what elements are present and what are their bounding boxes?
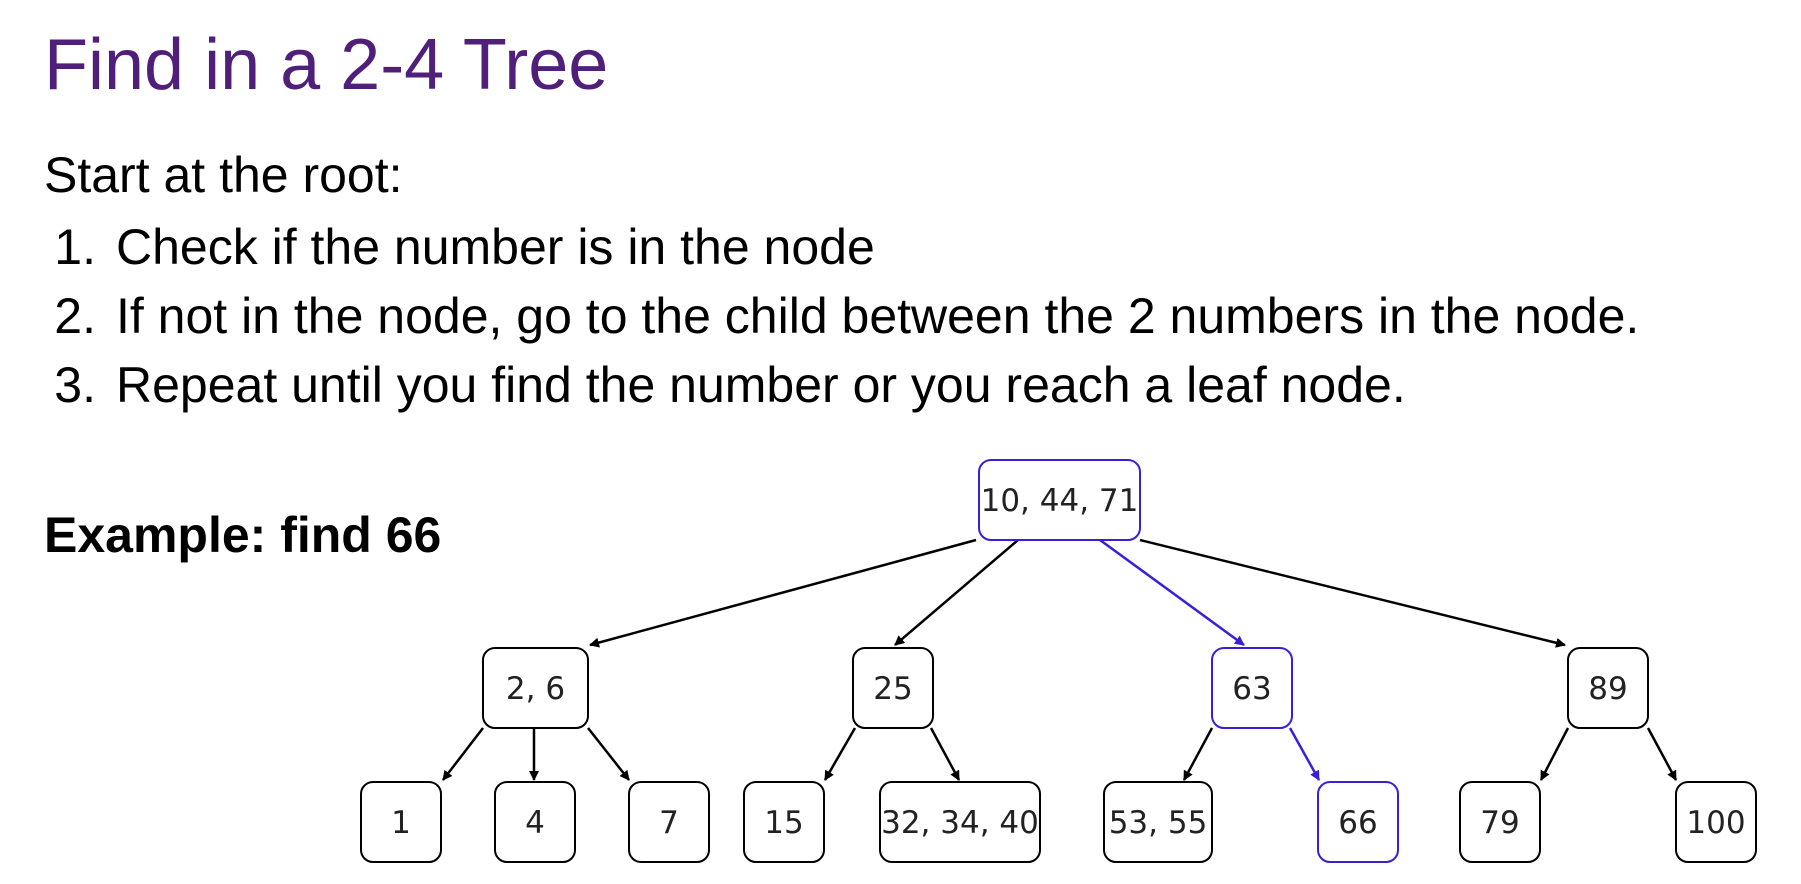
node-label: 1 bbox=[391, 805, 411, 841]
example-label: Example: find 66 bbox=[44, 507, 442, 563]
node-label: 66 bbox=[1338, 805, 1377, 841]
node-label: 32, 34, 40 bbox=[881, 805, 1039, 841]
tree-leaf-66: 66 bbox=[1317, 781, 1399, 863]
node-label: 7 bbox=[659, 805, 679, 841]
tree-leaf-79: 79 bbox=[1459, 781, 1541, 863]
edge-2-6-to-7 bbox=[587, 727, 630, 781]
steps-list: 1. Check if the number is in the node 2.… bbox=[44, 213, 1639, 420]
node-label: 63 bbox=[1232, 671, 1271, 707]
node-label: 10, 44, 71 bbox=[981, 483, 1139, 519]
edge-63-to-53 bbox=[1182, 727, 1214, 781]
tree-leaf-15: 15 bbox=[743, 781, 825, 863]
tree-node-25: 25 bbox=[852, 647, 934, 729]
step-number: 1. bbox=[54, 219, 96, 275]
node-label: 89 bbox=[1588, 671, 1627, 707]
tree-leaf-100: 100 bbox=[1675, 781, 1757, 863]
tree-node-root: 10, 44, 71 bbox=[978, 459, 1141, 541]
intro-text: Start at the root: bbox=[44, 147, 403, 203]
step-3: 3. Repeat until you find the number or y… bbox=[44, 351, 1639, 420]
tree-leaf-53-55: 53, 55 bbox=[1103, 781, 1213, 863]
tree-node-2-6: 2, 6 bbox=[482, 647, 589, 729]
edge-root-to-2-6 bbox=[589, 538, 977, 648]
step-number: 2. bbox=[54, 288, 96, 344]
tree-leaf-4: 4 bbox=[494, 781, 576, 863]
step-text: If not in the node, go to the child betw… bbox=[116, 288, 1640, 344]
edge-root-to-89 bbox=[1139, 538, 1566, 648]
tree-node-63: 63 bbox=[1211, 647, 1293, 729]
edge-2-6-to-1 bbox=[442, 727, 484, 781]
edge-root-to-63 bbox=[1099, 538, 1245, 647]
step-text: Repeat until you find the number or you … bbox=[116, 357, 1406, 413]
edge-89-to-79 bbox=[1539, 727, 1570, 781]
node-label: 15 bbox=[764, 805, 803, 841]
node-label: 4 bbox=[525, 805, 545, 841]
node-label: 100 bbox=[1686, 805, 1745, 841]
node-label: 2, 6 bbox=[506, 671, 565, 707]
step-number: 3. bbox=[54, 357, 96, 413]
page-title: Find in a 2-4 Tree bbox=[44, 25, 609, 105]
edge-25-to-15 bbox=[823, 727, 857, 781]
tree-leaf-32-34-40: 32, 34, 40 bbox=[879, 781, 1041, 863]
node-label: 79 bbox=[1480, 805, 1519, 841]
edge-25-to-32 bbox=[929, 727, 961, 781]
edge-89-to-100 bbox=[1646, 727, 1678, 781]
tree-leaf-1: 1 bbox=[360, 781, 442, 863]
edge-root-to-25 bbox=[894, 539, 1019, 646]
step-text: Check if the number is in the node bbox=[116, 219, 875, 275]
tree-leaf-7: 7 bbox=[628, 781, 710, 863]
node-label: 53, 55 bbox=[1109, 805, 1208, 841]
edge-63-to-66 bbox=[1288, 727, 1321, 781]
step-2: 2. If not in the node, go to the child b… bbox=[44, 282, 1639, 351]
tree-node-89: 89 bbox=[1567, 647, 1649, 729]
step-1: 1. Check if the number is in the node bbox=[44, 213, 1639, 282]
node-label: 25 bbox=[873, 671, 912, 707]
